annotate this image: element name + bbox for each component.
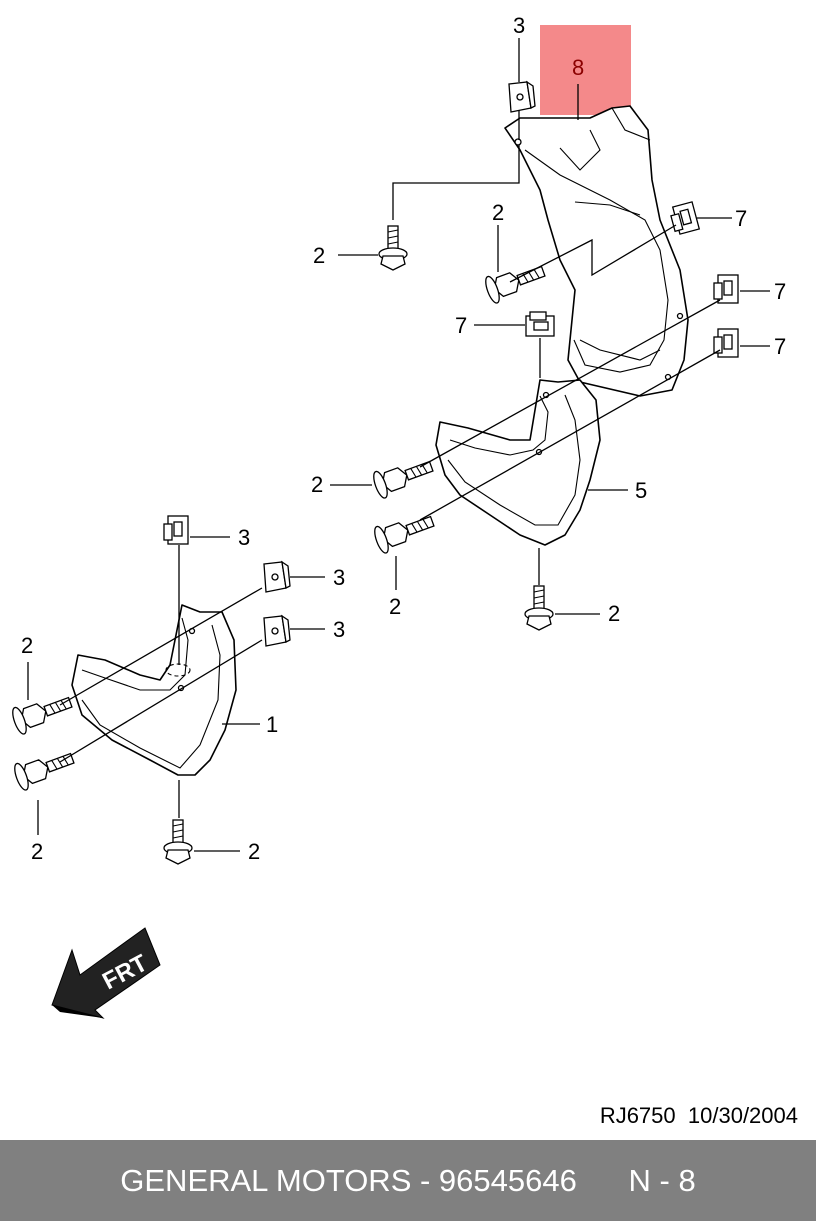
clip-7-a[interactable] [668,201,700,236]
part-5-mudflap[interactable] [435,379,601,546]
screw-2-upper-left[interactable] [378,225,408,271]
callout-2-c: 2 [311,472,323,497]
screw-2-flap-bottom[interactable] [524,585,554,631]
callout-2-f: 2 [21,633,33,658]
clip-3-a[interactable] [163,515,189,545]
callout-7-b: 7 [774,279,786,304]
callout-2-b: 2 [492,200,504,225]
callout-3-b: 3 [333,565,345,590]
callout-7-d: 7 [455,313,467,338]
bolt-2-front-lower[interactable] [11,744,78,793]
screw-2-front-bottom[interactable] [163,819,193,865]
parts-diagram: 3 8 2 2 7 7 7 7 2 5 2 2 3 3 3 2 1 2 2 FR… [9,13,786,1019]
part-8-highlight [540,25,631,115]
clip-7-b[interactable] [713,274,739,304]
callout-lines [27,38,770,852]
nut-3-top[interactable] [508,81,536,113]
clip-7-d[interactable] [525,311,555,337]
part-1-mudflap[interactable] [71,604,237,776]
callout-3-top: 3 [513,13,525,38]
bolt-2-flap-lower[interactable] [371,507,438,556]
callout-2-e: 2 [608,601,620,626]
callout-7-c: 7 [774,334,786,359]
clip-7-c[interactable] [713,328,739,358]
callout-3-c: 3 [333,617,345,642]
footer-bar: GENERAL MOTORS - 96545646 N - 8 [0,1140,816,1221]
callout-8: 8 [572,55,584,80]
part-8-liner[interactable] [504,105,689,397]
bolt-2-liner[interactable] [482,257,549,306]
nut-3-b[interactable] [263,561,291,593]
front-direction-arrow: FRT [51,927,161,1019]
callout-1: 1 [266,712,278,737]
callout-2-a: 2 [313,243,325,268]
drawing-date: 10/30/2004 [687,1103,798,1128]
bolt-2-flap-upper[interactable] [370,452,437,501]
drawing-reference: RJ6750 10/30/2004 [600,1103,798,1129]
callout-7-a: 7 [735,206,747,231]
footer-page: N - 8 [628,1162,696,1198]
callout-5: 5 [635,478,647,503]
footer-title: GENERAL MOTORS - 96545646 [120,1162,577,1198]
callout-3-a: 3 [238,525,250,550]
callout-2-h: 2 [248,839,260,864]
drawing-id: RJ6750 [599,1103,676,1128]
nut-3-c[interactable] [263,615,291,647]
callout-2-g: 2 [31,839,43,864]
callout-2-d: 2 [389,594,401,619]
bolt-2-front-upper[interactable] [9,688,76,737]
